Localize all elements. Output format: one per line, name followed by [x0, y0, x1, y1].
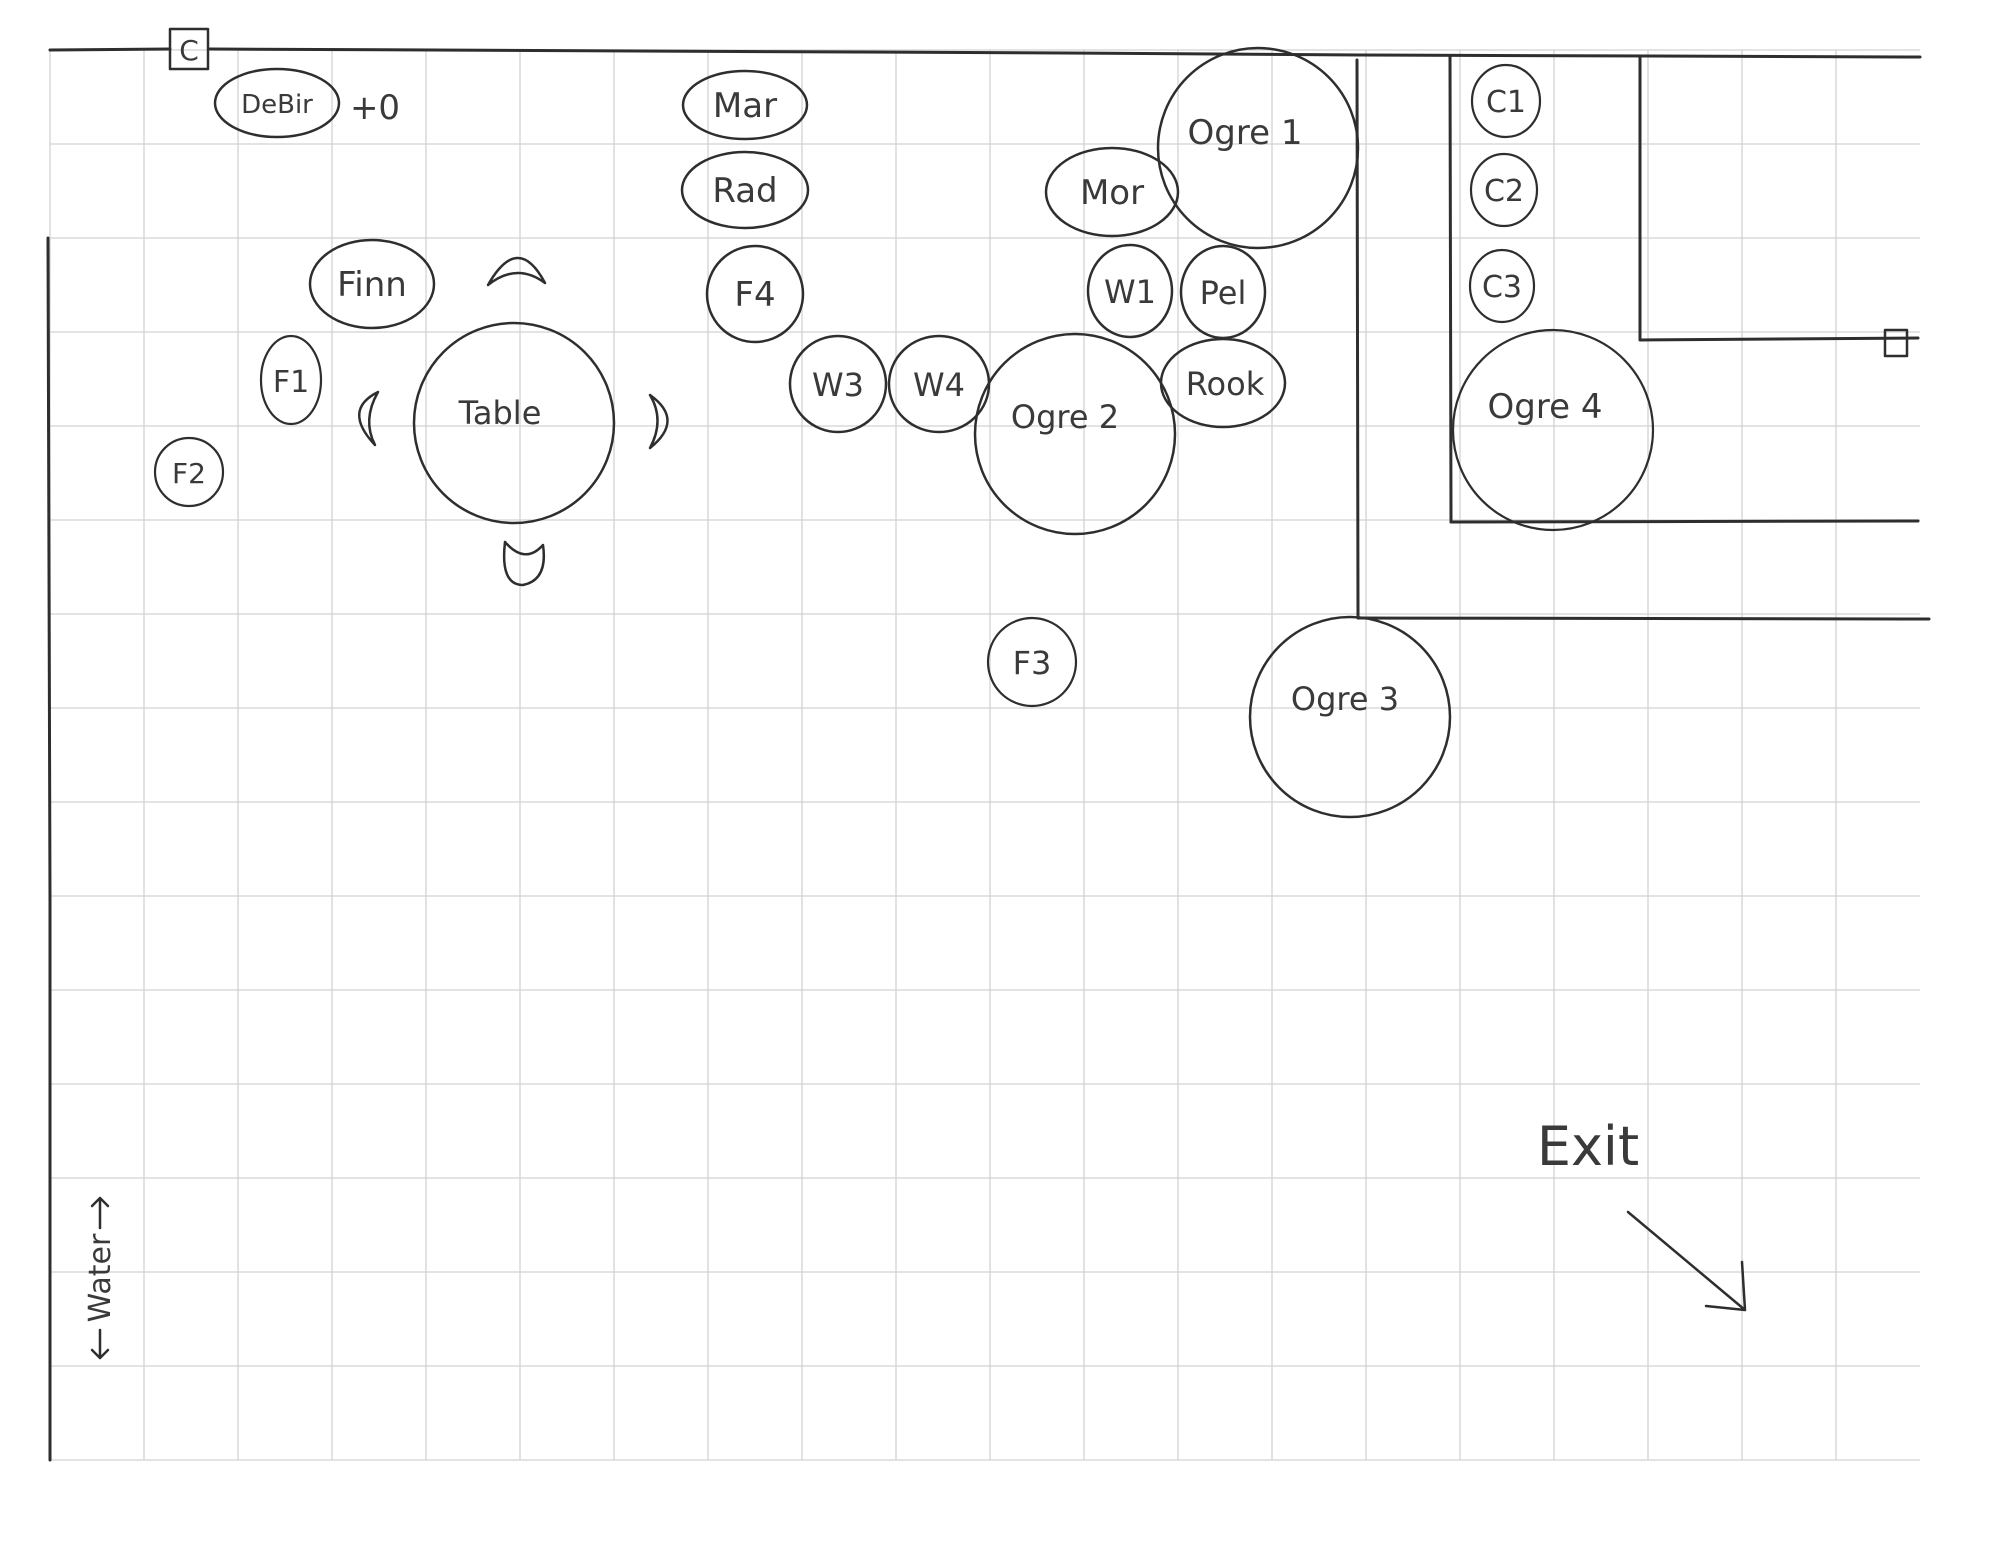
- token-mar-label: Mar: [713, 86, 777, 126]
- exit-label: Exit: [1537, 1115, 1639, 1178]
- debir-note: +0: [350, 88, 400, 128]
- chair-top: [486, 256, 547, 287]
- token-ogre3: Ogre 3: [1248, 615, 1452, 819]
- token-f4-label: F4: [734, 275, 775, 315]
- token-ogre1-label: Ogre 1: [1188, 113, 1303, 153]
- token-rook: Rook: [1159, 337, 1287, 429]
- token-f1: F1: [259, 334, 323, 426]
- token-mor: Mor: [1044, 146, 1180, 238]
- chair-right: [648, 393, 669, 450]
- token-mar: Mar: [681, 69, 809, 141]
- token-w1-label: W1: [1104, 273, 1156, 311]
- exit-arrow-icon: [1626, 1210, 1747, 1312]
- token-c2: C2: [1469, 152, 1539, 228]
- token-rad-label: Rad: [712, 171, 777, 211]
- token-w1: W1: [1086, 243, 1174, 339]
- token-f1-label: F1: [273, 365, 309, 400]
- token-f2: F2: [153, 436, 225, 508]
- c-corner-token: C: [168, 27, 210, 71]
- exit-marker: Exit: [1537, 1115, 1747, 1312]
- token-table-label: Table: [458, 394, 542, 432]
- token-f3-label: F3: [1013, 644, 1052, 682]
- left-wall: [46, 236, 52, 1462]
- alcove-bottom-wall: [1449, 519, 1920, 524]
- token-c3-label: C3: [1482, 270, 1522, 305]
- token-w4-label: W4: [913, 366, 965, 404]
- token-c3: C3: [1468, 248, 1536, 324]
- token-pel-label: Pel: [1200, 274, 1247, 312]
- token-f2-label: F2: [172, 457, 206, 490]
- chair-left: [358, 390, 380, 447]
- water-label: Water: [83, 1233, 118, 1322]
- corridor-bottom-wall: [1356, 616, 1931, 621]
- token-c1: C1: [1470, 63, 1542, 139]
- token-ogre4-label: Ogre 4: [1488, 387, 1603, 427]
- token-f4: F4: [705, 244, 805, 344]
- table-with-chairs: Table: [358, 256, 669, 587]
- token-debir: DeBir +0: [213, 67, 400, 139]
- chair-bottom: [502, 540, 546, 587]
- token-finn-label: Finn: [337, 265, 407, 305]
- token-mor-label: Mor: [1080, 173, 1144, 213]
- token-rook-label: Rook: [1186, 365, 1265, 403]
- water-arrow-icon-left: [90, 1328, 110, 1360]
- token-finn: Finn: [308, 238, 436, 330]
- graph-paper-grid: [49, 49, 1920, 1461]
- water-marker: Water: [83, 1196, 118, 1360]
- token-c1-label: C1: [1486, 85, 1526, 120]
- token-debir-label: DeBir: [241, 90, 313, 120]
- token-w4: W4: [887, 334, 991, 434]
- token-ogre3-label: Ogre 3: [1291, 680, 1399, 718]
- token-rad: Rad: [680, 150, 810, 230]
- token-ogre1: Ogre 1: [1156, 46, 1360, 250]
- token-pel: Pel: [1179, 244, 1267, 340]
- water-arrow-icon-right: [90, 1196, 110, 1230]
- door-right: [1883, 328, 1909, 358]
- token-ogre2: Ogre 2: [973, 332, 1177, 536]
- c-corner-label: C: [179, 34, 199, 67]
- token-f3: F3: [986, 616, 1078, 708]
- alcove-left-wall: [1448, 54, 1453, 524]
- token-w3-label: W3: [812, 366, 864, 404]
- token-w3: W3: [788, 334, 888, 434]
- walls: [46, 47, 1931, 1462]
- token-ogre2-label: Ogre 2: [1011, 398, 1119, 436]
- alcove-right-wall: [1638, 54, 1920, 342]
- token-c2-label: C2: [1484, 174, 1524, 209]
- token-ogre4: Ogre 4: [1451, 328, 1655, 532]
